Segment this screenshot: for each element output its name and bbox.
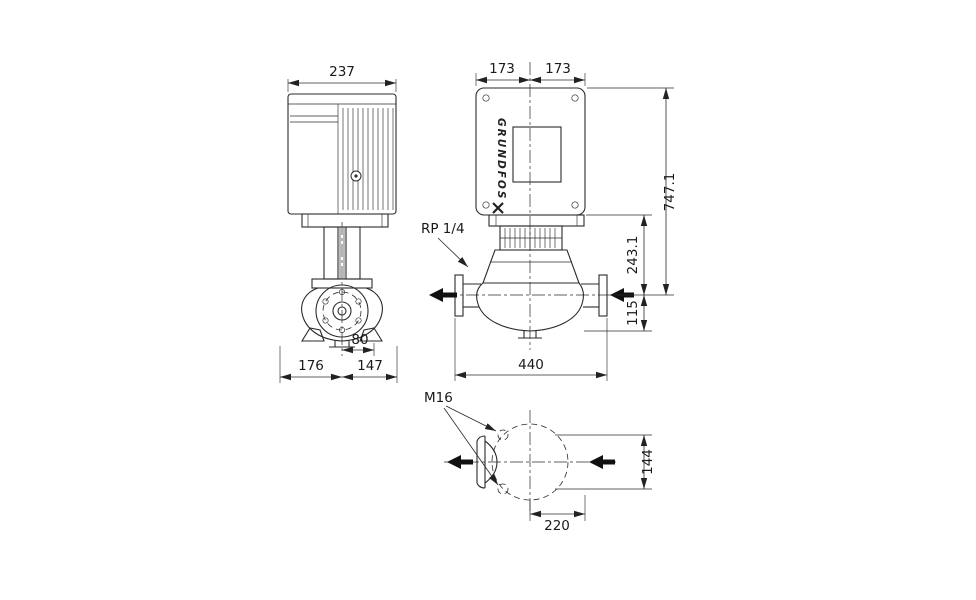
flow-arrow-left-icon — [447, 455, 473, 469]
port-flange-right — [598, 274, 608, 317]
dim-440: 440 — [454, 318, 608, 381]
coupling-slots — [504, 228, 556, 248]
corner-screw-icon — [482, 94, 490, 102]
side-motor-flange — [301, 213, 389, 228]
dim-144: 144 — [555, 434, 656, 490]
dim-flange-span-label: 144 — [640, 449, 656, 475]
dim-port-offset-label: 80 — [351, 332, 368, 348]
front-view: GRUNDFOS — [421, 61, 678, 381]
dim-220: 220 — [529, 495, 586, 534]
front-motor: GRUNDFOS — [475, 87, 586, 216]
side-view: 237 80 176 147 — [279, 64, 398, 383]
side-foot-right — [359, 327, 383, 342]
dim-243: 243.1 — [625, 215, 648, 295]
side-motor — [287, 93, 397, 215]
dim-half-right-label: 173 — [545, 61, 571, 77]
flow-arrow-right-icon — [589, 455, 615, 469]
dim-motor-width-label: 237 — [329, 64, 355, 80]
bottom-view: M16 144 220 — [424, 390, 656, 534]
front-coupling — [499, 225, 563, 251]
front-volute — [454, 274, 608, 339]
dim-115: 115 — [625, 295, 648, 331]
corner-screw-icon — [571, 94, 579, 102]
corner-screw-icon — [571, 201, 579, 209]
dim-total-height-label: 747.1 — [662, 173, 678, 212]
dim-176-147: 176 147 — [279, 346, 398, 383]
motor-nameplate — [512, 126, 562, 183]
flow-arrow-left-icon — [429, 288, 457, 302]
side-flange-bolt-holes — [322, 288, 362, 334]
dim-747: 747.1 — [662, 88, 678, 295]
brand-logo-text: GRUNDFOS — [495, 118, 507, 200]
bolt-hole-top — [497, 429, 509, 441]
bolt-hole-bottom — [497, 483, 509, 495]
callout-m16: M16 — [424, 390, 499, 486]
dim-173-173: 173 173 — [475, 61, 586, 86]
side-foot-left — [301, 327, 325, 342]
callout-rp14: RP 1/4 — [421, 221, 469, 268]
dim-port-to-bottom-label: 115 — [625, 300, 641, 326]
dim-80: 80 — [342, 332, 375, 356]
plug-label: RP 1/4 — [421, 221, 465, 237]
dim-port-to-port-label: 440 — [518, 357, 544, 373]
front-pump-head — [482, 249, 580, 284]
brand-x-icon — [492, 202, 504, 214]
motor-drain-center — [354, 174, 358, 178]
bolt-circle — [322, 291, 362, 331]
motor-cooling-fins — [342, 108, 394, 210]
dim-base-left-label: 176 — [298, 358, 324, 374]
corner-screw-icon — [482, 201, 490, 209]
dim-center-to-edge-label: 220 — [544, 518, 570, 534]
dim-237: 237 — [287, 64, 397, 92]
dim-half-left-label: 173 — [489, 61, 515, 77]
bolt-label: M16 — [424, 390, 453, 406]
dim-base-right-label: 147 — [357, 358, 383, 374]
flange-bolt-circle — [491, 423, 569, 501]
front-motor-flange — [488, 214, 585, 227]
dim-motor-to-port-label: 243.1 — [625, 236, 641, 275]
